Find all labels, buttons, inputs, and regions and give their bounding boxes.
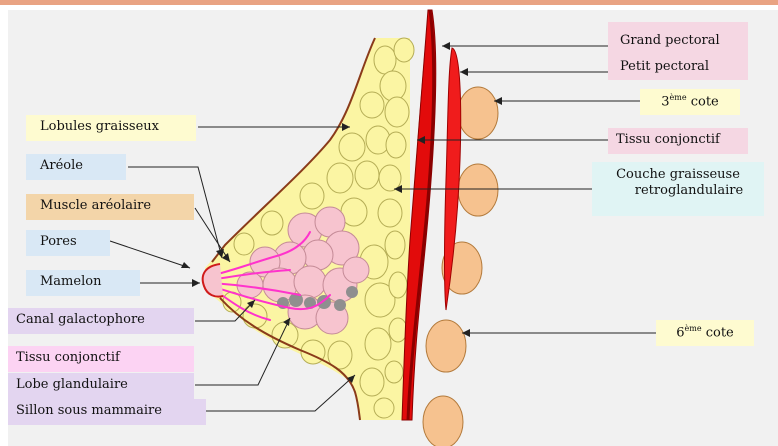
label-sixth-rib-word: cote xyxy=(702,325,734,340)
rib-3 xyxy=(458,87,498,139)
label-pores: Pores xyxy=(26,230,110,256)
label-canal-galactophore: Canal galactophore xyxy=(8,308,194,334)
label-lobules-graisseux: Lobules graisseux xyxy=(26,115,196,141)
label-sixth-rib-num: 6 xyxy=(676,325,684,340)
label-third-rib-num: 3 xyxy=(661,94,669,109)
label-mamelon: Mamelon xyxy=(26,270,140,296)
label-lobe-glandulaire: Lobe glandulaire xyxy=(8,373,194,399)
label-sixth-rib: 6ème cote xyxy=(656,320,754,346)
rib-4 xyxy=(458,164,498,216)
label-grand-pectoral: Grand pectoral Petit pectoral xyxy=(608,22,748,80)
label-couche-graisseuse: Couche graisseuse retroglandulaire xyxy=(592,162,764,216)
label-muscle-areolaire: Muscle aréolaire xyxy=(26,194,194,220)
label-areole: Aréole xyxy=(26,154,126,180)
label-sixth-rib-sup: ème xyxy=(685,324,702,333)
rib-6 xyxy=(426,320,466,372)
label-third-rib-sup: ème xyxy=(670,93,687,102)
label-petit-pectoral-text: Petit pectoral xyxy=(620,54,740,80)
label-sillon-sous-mammaire: Sillon sous mammaire xyxy=(8,399,206,425)
label-tissu-conjonctif-left: Tissu conjonctif xyxy=(8,346,194,372)
label-grand-pectoral-text: Grand pectoral xyxy=(620,28,740,54)
label-third-rib: 3ème cote xyxy=(640,89,740,115)
rib-7 xyxy=(423,396,463,446)
label-tissu-conjonctif-right: Tissu conjonctif xyxy=(608,128,748,154)
label-couche-graisseuse-line2: retroglandulaire xyxy=(598,183,758,199)
label-couche-graisseuse-line1: Couche graisseuse xyxy=(598,167,758,183)
label-third-rib-word: cote xyxy=(687,94,719,109)
